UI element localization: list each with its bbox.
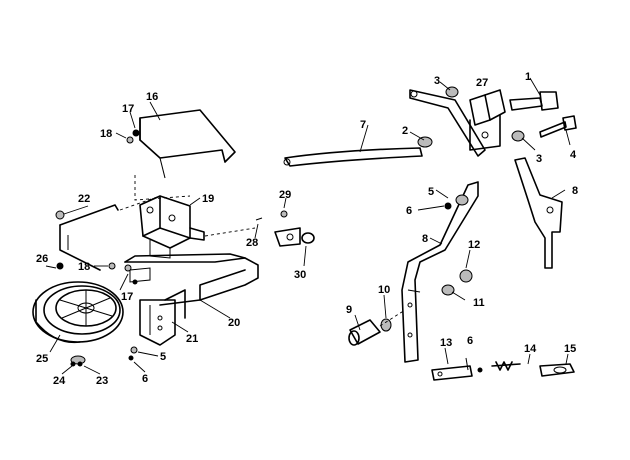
callout-18a: 18 xyxy=(100,128,112,140)
callout-6b: 6 xyxy=(467,335,473,347)
callout-20: 20 xyxy=(228,317,240,329)
callout-2: 2 xyxy=(402,125,408,137)
callout-4: 4 xyxy=(570,149,577,161)
callout-24: 24 xyxy=(53,375,66,387)
leader-lines xyxy=(45,77,571,375)
callout-18b: 18 xyxy=(78,261,90,273)
bracket-8-right xyxy=(514,157,563,269)
callout-6a: 6 xyxy=(406,205,412,217)
callout-5a: 5 xyxy=(428,186,434,198)
callout-15: 15 xyxy=(564,343,576,355)
callout-6c: 6 xyxy=(142,373,148,385)
callout-25: 25 xyxy=(36,353,48,365)
callout-16: 16 xyxy=(146,91,158,103)
callout-26: 26 xyxy=(36,253,48,265)
callout-13: 13 xyxy=(440,337,452,349)
callout-14: 14 xyxy=(524,343,537,355)
callout-12: 12 xyxy=(468,239,480,251)
linkage-rod-7 xyxy=(283,89,486,167)
callout-27: 27 xyxy=(476,77,488,89)
callout-29: 29 xyxy=(279,189,291,201)
callout-22: 22 xyxy=(78,193,90,205)
callout-21: 21 xyxy=(186,333,198,345)
callout-11: 11 xyxy=(473,297,485,309)
callout-23: 23 xyxy=(96,375,108,387)
callout-30: 30 xyxy=(294,269,306,281)
callout-19: 19 xyxy=(202,193,214,205)
callout-10: 10 xyxy=(378,284,390,296)
callout-28: 28 xyxy=(246,237,258,249)
callout-8b: 8 xyxy=(572,185,578,197)
callout-9: 9 xyxy=(346,304,352,316)
pulley-25 xyxy=(32,281,124,344)
callout-17b: 17 xyxy=(121,291,133,303)
left-hardware xyxy=(55,129,140,367)
callout-5b: 5 xyxy=(160,351,166,363)
callout-3b: 3 xyxy=(536,153,542,165)
bracket-27 xyxy=(417,86,506,151)
coupler-assembly xyxy=(204,210,315,247)
nuts-11-12 xyxy=(441,269,473,296)
deck-plate xyxy=(59,195,161,271)
callout-labels: 1 2 3 3 4 5 5 6 6 6 7 8 8 9 10 11 12 13 … xyxy=(36,71,578,387)
callout-8a: 8 xyxy=(422,233,428,245)
bolt-1 xyxy=(509,91,559,111)
callout-17a: 17 xyxy=(122,103,134,115)
bottom-link xyxy=(431,357,575,381)
knob-9 xyxy=(348,309,406,346)
bolt-4 xyxy=(511,115,577,142)
lever-8-center xyxy=(401,181,479,363)
callout-3a: 3 xyxy=(434,75,440,87)
gearbox-19 xyxy=(139,195,205,259)
callout-7: 7 xyxy=(360,119,366,131)
callout-1: 1 xyxy=(525,71,531,83)
shield-16 xyxy=(134,109,236,201)
frame-20 xyxy=(124,253,259,346)
